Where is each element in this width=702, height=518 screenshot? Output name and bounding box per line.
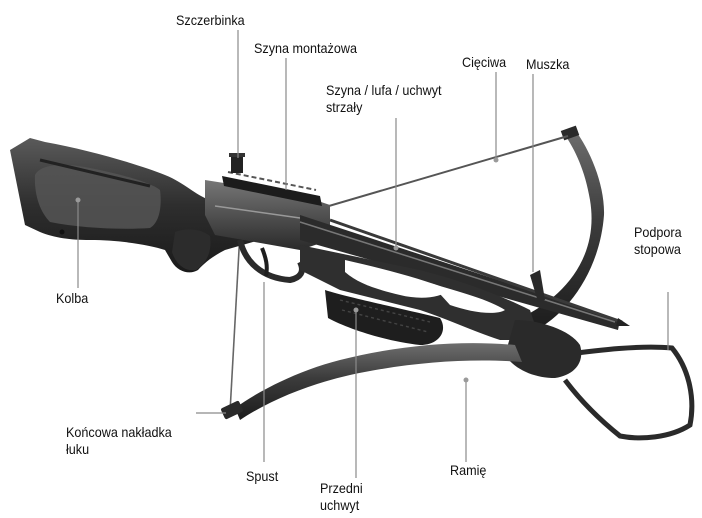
label-muszka: Muszka [526, 56, 569, 73]
label-kolba: Kolba [56, 290, 88, 307]
label-cieciwa: Cięciwa [462, 54, 506, 71]
label-przedni: Przedni uchwyt [320, 480, 363, 514]
label-koncowa: Końcowa nakładka łuku [66, 424, 172, 458]
label-podpora: Podpora stopowa [634, 224, 682, 258]
label-szyna-lufa: Szyna / lufa / uchwyt strzały [326, 82, 442, 116]
label-ramie: Ramię [450, 462, 486, 479]
label-szczerbinka: Szczerbinka [176, 12, 245, 29]
label-szyna-montazowa: Szyna montażowa [254, 40, 357, 57]
label-spust: Spust [246, 468, 278, 485]
